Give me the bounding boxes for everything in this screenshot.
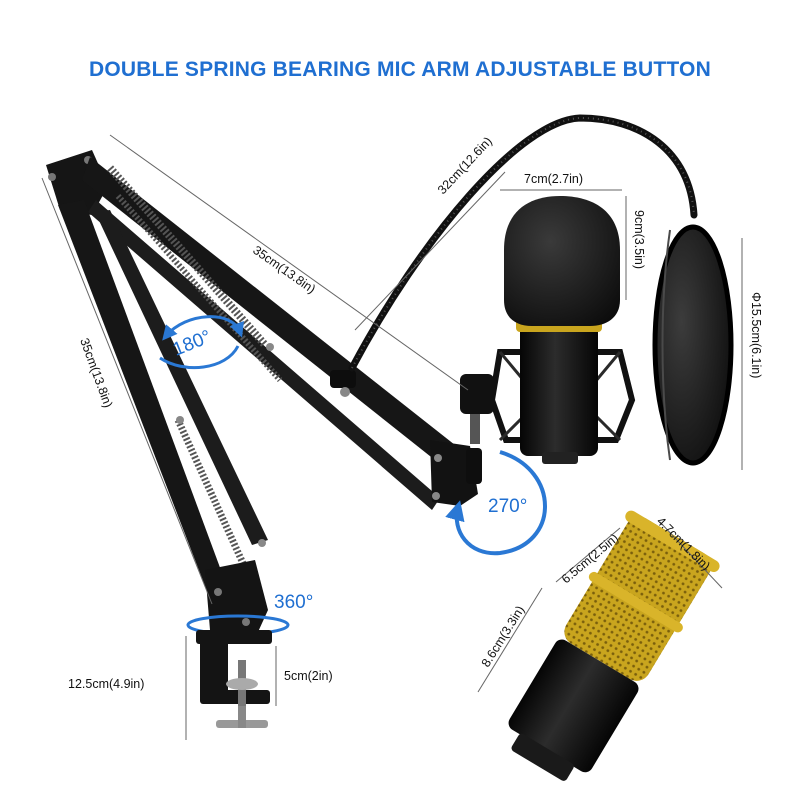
foam-height-dimension: 9cm(3.5in)	[632, 210, 646, 269]
rotation-360-label: 360°	[274, 592, 313, 613]
mic-body-dimension: 8.6cm(3.3in)	[479, 603, 528, 669]
dimension-lines	[41, 134, 743, 740]
rotation-180-label: 180°	[170, 326, 214, 360]
foam-width-dimension: 7cm(2.7in)	[524, 172, 583, 186]
product-title: DOUBLE SPRING BEARING MIC ARM ADJUSTABLE…	[89, 58, 711, 81]
pop-filter	[652, 224, 734, 466]
detached-microphone	[508, 510, 720, 781]
microphone-with-foam	[460, 196, 636, 464]
desk-clamp	[186, 614, 290, 728]
mic-arm	[46, 150, 482, 632]
clamp-opening-dimension: 5cm(2in)	[284, 669, 333, 683]
upper-arm	[82, 157, 455, 468]
rotation-270-label: 270°	[488, 496, 527, 517]
rotation-arrow-icon	[445, 450, 547, 556]
rotation-arrow-icon	[159, 315, 244, 370]
arm-upper-dimension: 35cm(13.8in)	[250, 243, 318, 296]
lower-arm	[58, 200, 232, 604]
base-joint	[205, 560, 268, 632]
clamp-height-dimension: 12.5cm(4.9in)	[68, 677, 144, 691]
foam-windscreen	[504, 196, 620, 326]
pop-filter-dimension: Φ15.5cm(6.1in)	[749, 292, 763, 378]
gooseneck-dimension: 32cm(12.6in)	[435, 134, 495, 197]
